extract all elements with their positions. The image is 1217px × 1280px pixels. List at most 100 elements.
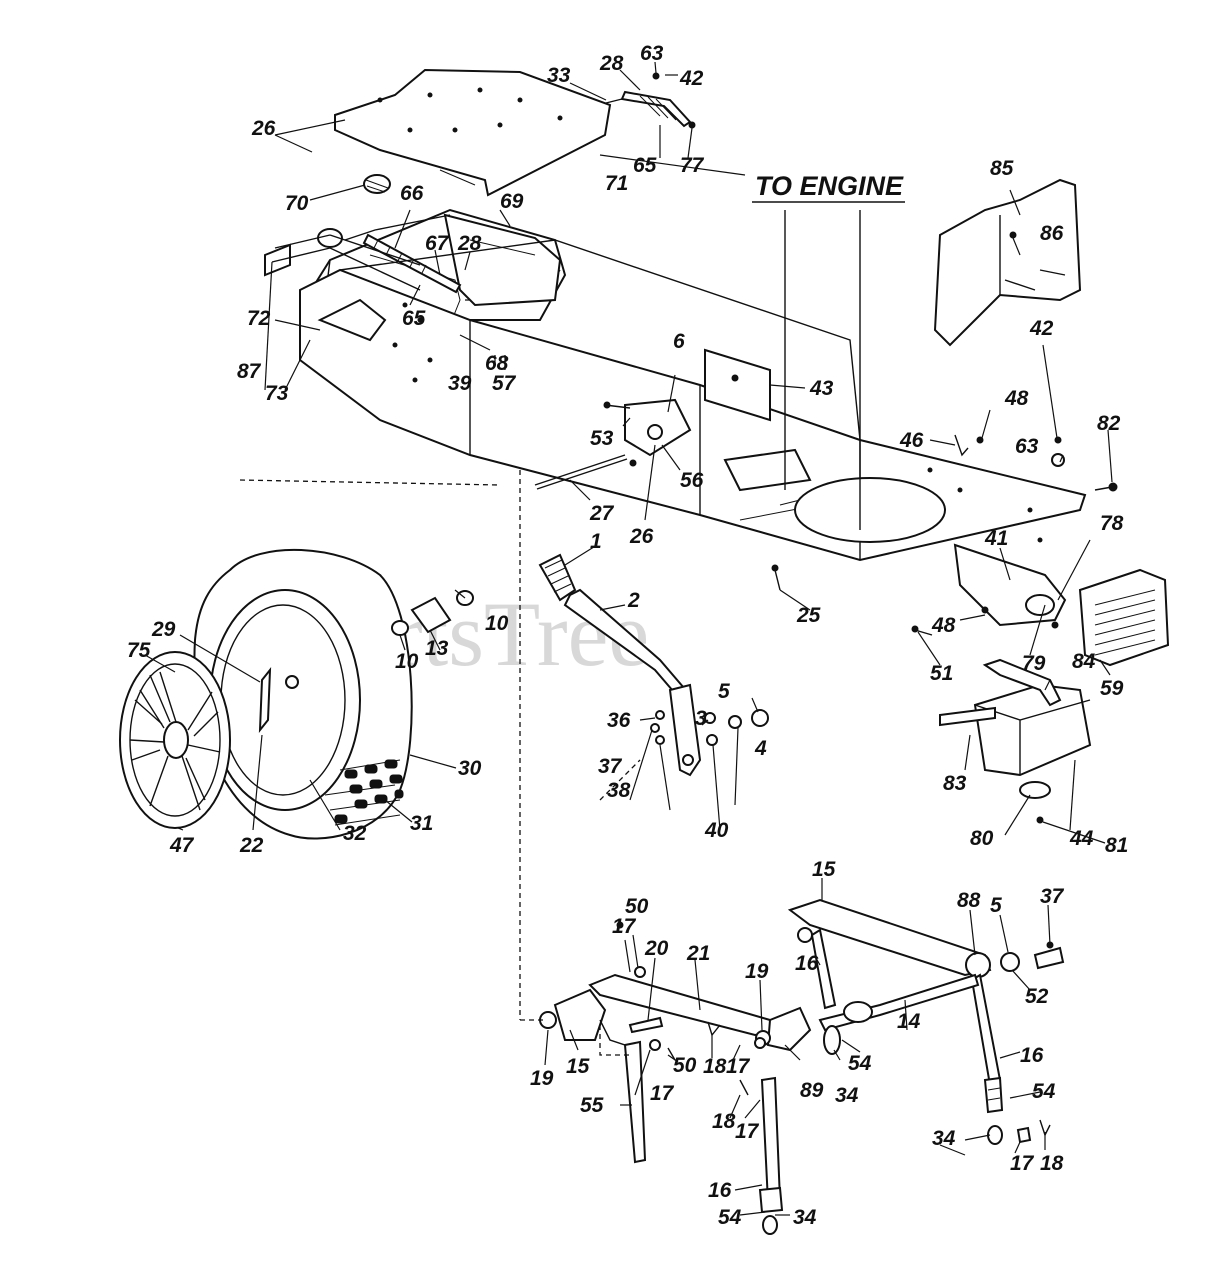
callout-42[interactable]: 42 xyxy=(679,67,704,90)
callout-65-b[interactable]: 65 xyxy=(402,307,426,330)
steering-linkage[interactable] xyxy=(539,921,1054,1235)
fuel-tank[interactable] xyxy=(443,213,562,307)
callout-17-d[interactable]: 17 xyxy=(735,1120,760,1143)
callout-71[interactable]: 71 xyxy=(605,172,628,195)
callout-10-b[interactable]: 10 xyxy=(395,650,419,673)
callout-28[interactable]: 28 xyxy=(599,52,624,75)
callout-16-b[interactable]: 16 xyxy=(1020,1044,1044,1067)
callout-47[interactable]: 47 xyxy=(169,834,195,857)
callout-37[interactable]: 37 xyxy=(598,755,623,778)
callout-48[interactable]: 48 xyxy=(1004,387,1029,410)
callout-1[interactable]: 1 xyxy=(590,530,602,553)
callout-52[interactable]: 52 xyxy=(1025,985,1049,1008)
callout-34[interactable]: 34 xyxy=(835,1084,859,1107)
callout-19-b[interactable]: 19 xyxy=(530,1067,554,1090)
callout-22[interactable]: 22 xyxy=(239,834,264,857)
callout-70[interactable]: 70 xyxy=(285,192,309,215)
seat-knob[interactable] xyxy=(363,174,391,194)
heat-shield[interactable] xyxy=(1078,568,1170,667)
callout-63[interactable]: 63 xyxy=(640,42,664,65)
callout-17[interactable]: 17 xyxy=(612,915,637,938)
callout-79[interactable]: 79 xyxy=(1022,652,1046,675)
callout-50[interactable]: 50 xyxy=(625,895,649,918)
callout-4[interactable]: 4 xyxy=(754,737,767,760)
rear-wheel[interactable] xyxy=(193,548,413,840)
callout-14[interactable]: 14 xyxy=(897,1010,921,1033)
callout-26-b[interactable]: 26 xyxy=(629,525,654,548)
callout-81[interactable]: 81 xyxy=(1105,834,1128,857)
callout-33[interactable]: 33 xyxy=(547,64,571,87)
mounting-bracket[interactable] xyxy=(704,348,771,422)
callout-43[interactable]: 43 xyxy=(809,377,834,400)
callout-15[interactable]: 15 xyxy=(812,858,836,881)
callout-85[interactable]: 85 xyxy=(990,157,1014,180)
callout-19[interactable]: 19 xyxy=(745,960,769,983)
pedal-hardware[interactable] xyxy=(650,709,769,746)
callout-88[interactable]: 88 xyxy=(957,889,981,912)
callout-18[interactable]: 18 xyxy=(703,1055,727,1078)
callout-17-b[interactable]: 17 xyxy=(726,1055,751,1078)
callout-25[interactable]: 25 xyxy=(796,604,821,627)
seat-adjust-lever[interactable] xyxy=(605,72,696,129)
callout-17-c[interactable]: 17 xyxy=(650,1082,675,1105)
right-frame-hardware[interactable] xyxy=(954,434,1118,492)
engine-shield[interactable] xyxy=(933,178,1082,347)
callout-31[interactable]: 31 xyxy=(410,812,433,835)
muffler[interactable] xyxy=(939,658,1092,824)
callout-17-e[interactable]: 17 xyxy=(1010,1152,1035,1175)
callout-3[interactable]: 3 xyxy=(695,707,707,730)
rear-axle-hub[interactable] xyxy=(264,228,421,342)
callout-26[interactable]: 26 xyxy=(251,117,276,140)
callout-89[interactable]: 89 xyxy=(800,1079,824,1102)
callout-48-b[interactable]: 48 xyxy=(931,614,956,637)
callout-29[interactable]: 29 xyxy=(151,618,176,641)
callout-63-b[interactable]: 63 xyxy=(1015,435,1039,458)
callout-10[interactable]: 10 xyxy=(485,612,509,635)
callout-68[interactable]: 68 xyxy=(485,352,509,375)
callout-5[interactable]: 5 xyxy=(718,680,730,703)
seat-rod[interactable] xyxy=(362,233,462,294)
axle-spacer[interactable] xyxy=(391,590,474,636)
callout-18-b[interactable]: 18 xyxy=(712,1110,736,1133)
callout-80[interactable]: 80 xyxy=(970,827,994,850)
callout-82[interactable]: 82 xyxy=(1097,412,1121,435)
callout-32[interactable]: 32 xyxy=(343,822,367,845)
callout-51[interactable]: 51 xyxy=(930,662,953,685)
callout-34-c[interactable]: 34 xyxy=(793,1206,817,1229)
callout-15-b[interactable]: 15 xyxy=(566,1055,590,1078)
main-frame[interactable] xyxy=(299,239,1087,562)
callout-87[interactable]: 87 xyxy=(237,360,262,383)
callout-42-b[interactable]: 42 xyxy=(1029,317,1054,340)
callout-20[interactable]: 20 xyxy=(644,937,669,960)
seat-support-panel[interactable] xyxy=(334,68,612,197)
callout-34-b[interactable]: 34 xyxy=(932,1127,956,1150)
callout-21[interactable]: 21 xyxy=(686,942,710,965)
callout-6[interactable]: 6 xyxy=(673,330,685,353)
callout-28-b[interactable]: 28 xyxy=(457,232,482,255)
frame-bolts[interactable] xyxy=(771,564,933,636)
callout-44[interactable]: 44 xyxy=(1069,827,1094,850)
callout-72[interactable]: 72 xyxy=(247,307,271,330)
callout-40[interactable]: 40 xyxy=(704,819,729,842)
pedal-arm[interactable] xyxy=(538,553,702,777)
callout-65[interactable]: 65 xyxy=(633,154,657,177)
callout-66[interactable]: 66 xyxy=(400,182,424,205)
callout-73[interactable]: 73 xyxy=(265,382,289,405)
front-axle-assembly[interactable] xyxy=(787,898,1065,1114)
callout-84[interactable]: 84 xyxy=(1072,650,1096,673)
callout-39[interactable]: 39 xyxy=(448,372,472,395)
callout-46[interactable]: 46 xyxy=(899,429,924,452)
callout-57[interactable]: 57 xyxy=(492,372,517,395)
callout-75[interactable]: 75 xyxy=(127,639,151,662)
callout-55[interactable]: 55 xyxy=(580,1094,604,1117)
callout-41[interactable]: 41 xyxy=(984,527,1008,550)
callout-30[interactable]: 30 xyxy=(458,757,482,780)
callout-36[interactable]: 36 xyxy=(607,709,631,732)
callout-5-b[interactable]: 5 xyxy=(990,894,1002,917)
callout-18-c[interactable]: 18 xyxy=(1040,1152,1064,1175)
callout-67[interactable]: 67 xyxy=(425,232,450,255)
callout-27[interactable]: 27 xyxy=(589,502,615,525)
callout-50-b[interactable]: 50 xyxy=(673,1054,697,1077)
callout-53[interactable]: 53 xyxy=(590,427,614,450)
callout-83[interactable]: 83 xyxy=(943,772,967,795)
